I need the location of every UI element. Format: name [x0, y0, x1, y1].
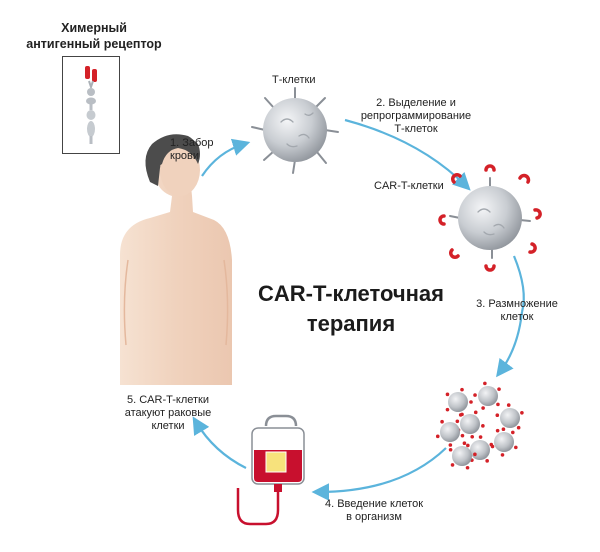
iv-blood-bag	[236, 414, 305, 526]
expanded-cell	[448, 441, 477, 470]
label-t-cells: Т-клетки	[272, 74, 316, 86]
expanded-cell	[495, 403, 524, 432]
expanded-cell	[456, 410, 485, 439]
arrow-step4	[311, 447, 447, 501]
expanded-cell	[445, 387, 473, 417]
car-t-cell-illustration	[438, 164, 542, 272]
human-figure	[120, 134, 232, 385]
label-car-t-cells: CAR-T-клетки	[374, 180, 444, 192]
arrow-step3-a	[512, 255, 525, 313]
expanded-cell	[473, 381, 501, 410]
arrow-step5	[192, 416, 247, 469]
receptor-icon	[85, 66, 97, 144]
t-cell-illustration	[251, 87, 339, 174]
receptor-inset	[62, 56, 120, 154]
cycle-arrows	[192, 118, 525, 501]
expanded-cells-cluster	[435, 381, 524, 470]
expanded-cell	[435, 419, 465, 447]
arrow-step3-b	[496, 311, 524, 378]
expanded-cell	[489, 428, 518, 457]
arrow-step1	[201, 138, 251, 177]
